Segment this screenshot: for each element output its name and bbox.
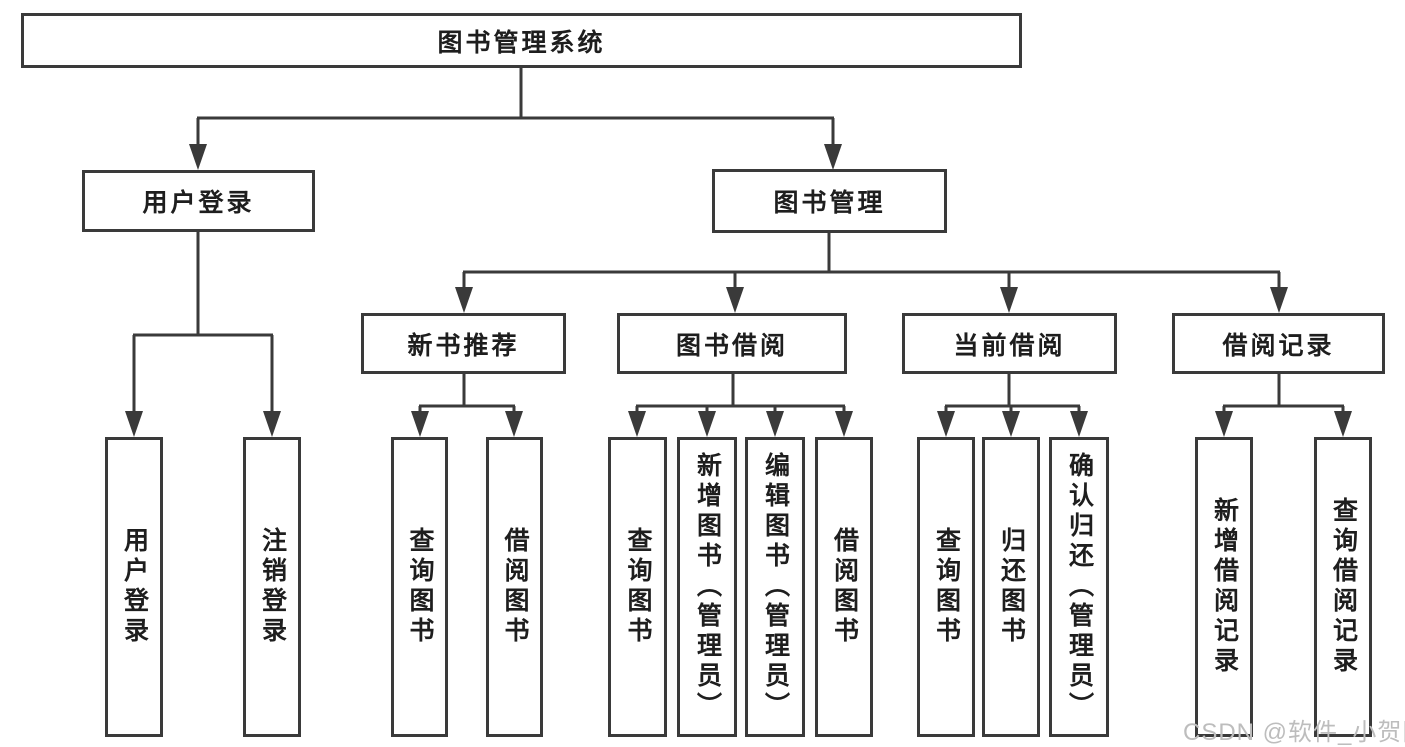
leaf-add-borrow-record-label: 新增借阅记录 (1210, 497, 1239, 677)
node-root: 图书管理系统 (21, 13, 1022, 68)
node-borrow-records-label: 借阅记录 (1222, 331, 1335, 360)
node-current-borrow: 当前借阅 (902, 313, 1117, 374)
leaf-logout: 注销登录 (243, 437, 301, 737)
leaf-query-book: 查询图书 (917, 437, 975, 737)
leaf-logout-label: 注销登录 (258, 527, 287, 647)
node-root-label: 图书管理系统 (437, 28, 606, 57)
leaf-edit-book-admin: 编辑图书（管理员） (745, 437, 805, 737)
node-book-management: 图书管理 (712, 169, 947, 233)
leaf-query-book: 查询图书 (391, 437, 448, 737)
leaf-borrow-book-label: 借阅图书 (830, 527, 859, 647)
leaf-add-book-admin: 新增图书（管理员） (677, 437, 737, 737)
leaf-query-book-label: 查询图书 (932, 527, 961, 647)
leaf-query-book-label: 查询图书 (624, 527, 652, 647)
leaf-query-borrow-record-label: 查询借阅记录 (1329, 497, 1358, 677)
node-new-book-recommend: 新书推荐 (361, 313, 566, 374)
leaf-return-book-label: 归还图书 (997, 527, 1026, 647)
leaf-borrow-book-label: 借阅图书 (501, 527, 529, 647)
node-book-management-label: 图书管理 (773, 189, 886, 217)
leaf-borrow-book: 借阅图书 (815, 437, 873, 737)
leaf-add-book-admin-label: 新增图书（管理员） (693, 452, 722, 722)
leaf-query-book-label: 查询图书 (406, 527, 434, 647)
leaf-query-borrow-record: 查询借阅记录 (1314, 437, 1372, 737)
node-user-login-label: 用户登录 (142, 189, 255, 217)
leaf-user-login-label: 用户登录 (120, 527, 149, 647)
leaf-edit-book-admin-label: 编辑图书（管理员） (761, 452, 790, 722)
node-new-book-recommend-label: 新书推荐 (407, 331, 520, 360)
leaf-confirm-return-admin-label: 确认归还（管理员） (1065, 452, 1094, 722)
leaf-confirm-return-admin: 确认归还（管理员） (1049, 437, 1109, 737)
node-user-login: 用户登录 (82, 170, 315, 232)
leaf-return-book: 归还图书 (982, 437, 1040, 737)
leaf-query-book: 查询图书 (608, 437, 667, 737)
leaf-user-login: 用户登录 (105, 437, 163, 737)
node-book-borrow-label: 图书借阅 (675, 331, 788, 360)
node-current-borrow-label: 当前借阅 (953, 331, 1066, 360)
leaf-add-borrow-record: 新增借阅记录 (1195, 437, 1253, 737)
node-book-borrow: 图书借阅 (617, 313, 847, 374)
node-borrow-records: 借阅记录 (1172, 313, 1385, 374)
watermark: CSDN @软件_小贺同学 (1183, 719, 1405, 746)
leaf-borrow-book: 借阅图书 (486, 437, 543, 737)
